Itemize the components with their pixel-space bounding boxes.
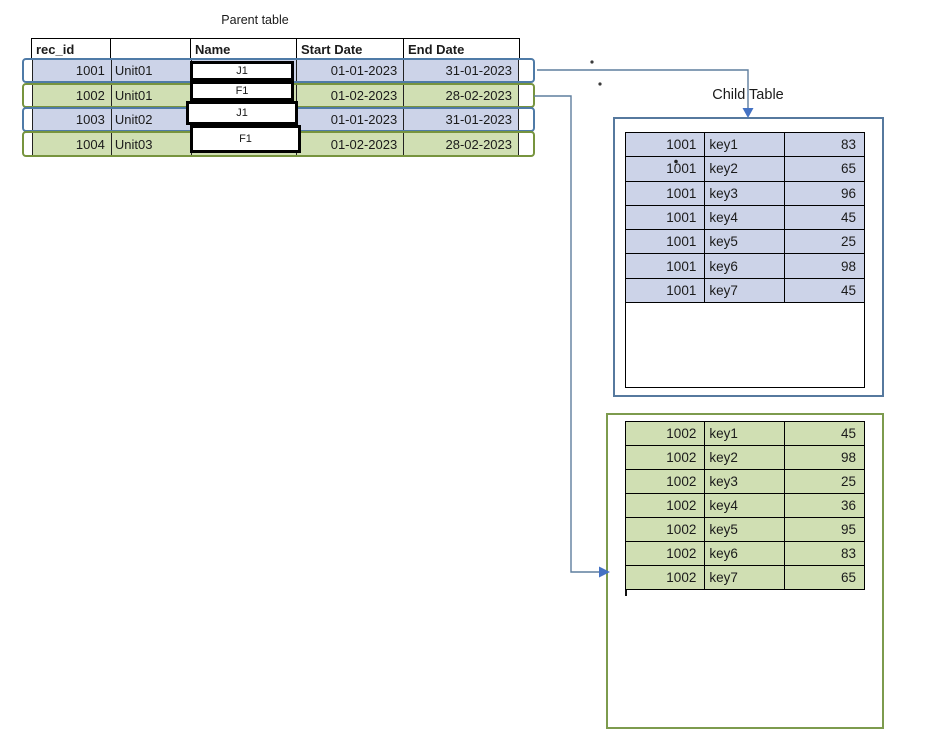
child-blue-row-5: 1001 key5 25 <box>626 230 864 255</box>
cell-rec-id: 1003 <box>33 109 112 130</box>
child-cell-key: key6 <box>705 254 785 278</box>
header-start-date: Start Date <box>297 39 404 60</box>
child-cell-id: 1001 <box>626 278 706 302</box>
name-box-4: F1 <box>190 125 301 153</box>
header-rec-id: rec_id <box>32 39 111 60</box>
cell-start-date: 01-02-2023 <box>297 133 405 155</box>
header-blank <box>111 39 191 60</box>
stray-tick-mark <box>625 590 627 596</box>
child-cell-id: 1001 <box>626 205 706 230</box>
child-green-row-1: 1002 key1 45 <box>626 422 864 446</box>
child-cell-id: 1002 <box>626 494 706 517</box>
cell-unit: Unit01 <box>112 60 192 81</box>
child-table-green: 1002 key1 45 1002 key2 98 1002 key3 25 1… <box>625 421 865 590</box>
child-cell-value: 45 <box>840 209 856 225</box>
name-box-2-text: F1 <box>235 85 249 97</box>
name-box-3-text: J1 <box>236 107 248 119</box>
child-green-row-6: 1002 key6 83 <box>626 542 864 566</box>
cell-start-date: 01-02-2023 <box>297 85 405 106</box>
child-cell-key: key6 <box>705 542 785 565</box>
child-green-row-3: 1002 key3 25 <box>626 470 864 494</box>
child-green-row-4: 1002 key4 36 <box>626 494 864 518</box>
child-cell-id: 1002 <box>626 446 706 469</box>
cell-start-date: 01-01-2023 <box>297 109 405 130</box>
child-table-blue-empty-rows <box>625 302 865 388</box>
header-name: Name <box>191 39 297 60</box>
arrow-1002-to-green-child-line <box>534 95 600 573</box>
child-cell-key: key1 <box>705 133 785 157</box>
cell-end-date: 28-02-2023 <box>404 133 519 155</box>
child-cell-id: 1001 <box>626 181 706 205</box>
stray-dot-2 <box>598 82 602 86</box>
child-cell-key: key5 <box>705 230 785 254</box>
child-cell-key: key7 <box>705 566 785 589</box>
child-cell-id: 1001 <box>626 230 706 254</box>
child-cell-value: 98 <box>840 258 856 274</box>
name-box-3: J1 <box>186 101 298 125</box>
child-cell-key: key7 <box>705 278 785 302</box>
cell-rec-id: 1002 <box>33 85 112 106</box>
stray-dot-1 <box>590 60 594 64</box>
child-cell-value: 25 <box>840 474 856 489</box>
child-cell-id: 1001 <box>626 157 706 181</box>
child-cell-key: key3 <box>705 181 785 205</box>
child-cell-id: 1002 <box>626 470 706 493</box>
child-cell-value: 83 <box>840 546 856 561</box>
child-cell-key: key2 <box>705 157 785 181</box>
child-blue-row-3: 1001 key3 96 <box>626 181 864 206</box>
header-end-date: End Date <box>408 42 465 57</box>
child-cell-id: 1002 <box>626 518 706 541</box>
child-cell-value: 65 <box>840 161 856 177</box>
child-blue-row-1: 1001 key1 83 <box>626 133 864 158</box>
cell-rec-id: 1004 <box>33 133 112 155</box>
child-cell-key: key3 <box>705 470 785 493</box>
parent-table-label: Parent table <box>221 13 289 27</box>
cell-name-slot <box>192 60 298 81</box>
cell-unit: Unit01 <box>112 85 192 106</box>
child-cell-key: key1 <box>705 422 785 445</box>
child-blue-row-2: 1001 key2 65 <box>626 157 864 182</box>
child-table-blue: 1001 key1 83 1001 key2 65 1001 key3 96 1… <box>625 132 865 303</box>
child-green-row-5: 1002 key5 95 <box>626 518 864 542</box>
child-cell-value: 45 <box>840 282 856 298</box>
child-cell-id: 1002 <box>626 542 706 565</box>
name-box-2: F1 <box>190 81 294 101</box>
child-cell-value: 45 <box>840 426 856 441</box>
child-green-row-7: 1002 key7 65 <box>626 566 864 589</box>
cell-unit: Unit03 <box>112 133 192 155</box>
child-cell-id: 1002 <box>626 422 706 445</box>
child-cell-key: key5 <box>705 518 785 541</box>
cell-unit: Unit02 <box>112 109 192 130</box>
child-cell-value: 36 <box>840 498 856 513</box>
child-cell-value: 25 <box>840 234 856 250</box>
child-cell-key: key4 <box>705 205 785 230</box>
cell-name-slot <box>192 85 298 106</box>
name-box-1-text: J1 <box>236 65 248 77</box>
child-cell-value: 96 <box>840 185 856 201</box>
child-cell-id: 1001 <box>626 254 706 278</box>
child-cell-key: key2 <box>705 446 785 469</box>
child-blue-row-4: 1001 key4 45 <box>626 205 864 231</box>
child-cell-id: 1001 <box>626 133 706 157</box>
child-cell-key: key4 <box>705 494 785 517</box>
cell-end-date: 31-01-2023 <box>404 109 519 130</box>
cell-start-date: 01-01-2023 <box>297 60 405 81</box>
child-green-row-2: 1002 key2 98 <box>626 446 864 470</box>
child-cell-id: 1002 <box>626 566 706 589</box>
child-cell-value: 83 <box>840 137 856 153</box>
name-box-1: J1 <box>190 61 294 81</box>
child-cell-value: 95 <box>840 522 856 537</box>
child-table-label: Child Table <box>712 87 784 103</box>
child-cell-value: 65 <box>840 570 856 585</box>
cell-rec-id: 1001 <box>33 60 112 81</box>
cell-end-date: 28-02-2023 <box>404 85 519 106</box>
cell-end-date: 31-01-2023 <box>404 60 519 81</box>
child-blue-row-6: 1001 key6 98 <box>626 254 864 279</box>
child-blue-row-7: 1001 key7 45 <box>626 278 864 302</box>
name-box-4-text: F1 <box>239 133 252 145</box>
child-cell-value: 98 <box>840 450 856 465</box>
